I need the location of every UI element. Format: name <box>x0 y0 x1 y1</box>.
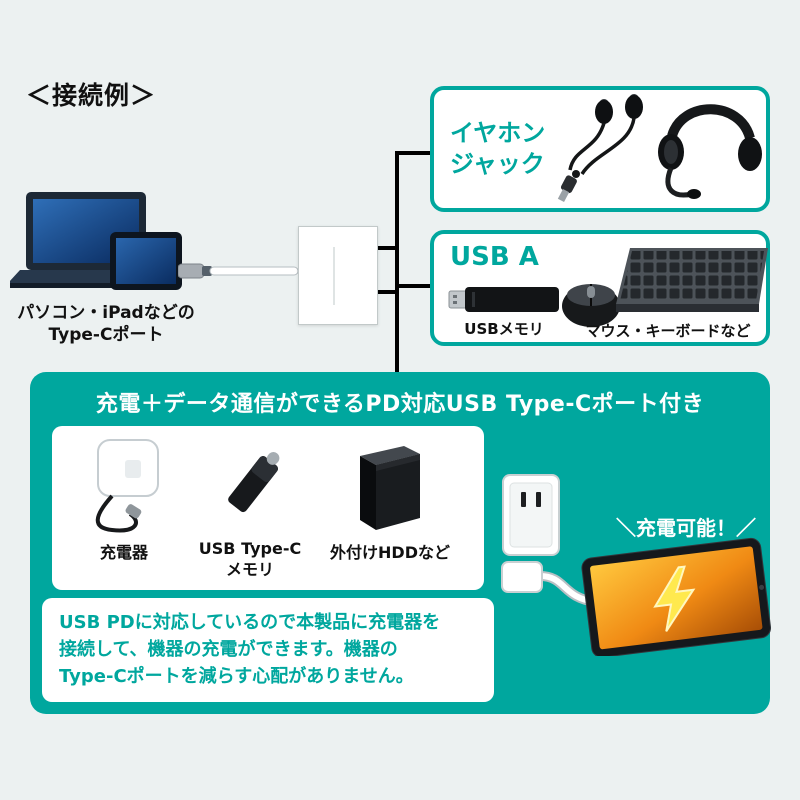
usbc-adapter-illustration <box>298 226 378 325</box>
pd-devices-panel: 充電器 USB Type-C メモリ 外付けHDDなど <box>52 426 484 590</box>
source-device-line1: パソコン・iPadなどの <box>17 303 195 323</box>
earphone-jack-label: イヤホン ジャック <box>450 118 545 180</box>
typec-connector <box>266 452 280 465</box>
tablet-screen <box>116 238 176 284</box>
pd-title: 充電＋データ通信ができるPD対応USB Type-Cポート付き <box>95 392 705 417</box>
lightning-bolt-icon <box>653 565 696 632</box>
mouse-wheel <box>587 286 595 298</box>
charging-tablet-illustration <box>581 537 772 656</box>
usbc-plug <box>178 263 205 279</box>
usb-a-title: USB A <box>450 242 539 272</box>
typec-memory-illustration <box>228 452 280 513</box>
headset-mic <box>687 189 701 199</box>
charger-connector <box>125 504 142 519</box>
wall-charger-body <box>501 561 543 593</box>
pd-description-line3: Type-Cポートを減らす心配がありません。 <box>59 666 414 687</box>
earbud-cable-right <box>580 117 636 176</box>
usb-memory-illustration <box>448 287 559 312</box>
mouse-illustration <box>562 284 620 327</box>
cable <box>209 266 298 276</box>
hdd-top <box>360 446 420 465</box>
charger-illustration <box>95 439 159 533</box>
pd-description-panel: USB PDに対応しているので本製品に充電器を 接続して、機器の充電ができます。… <box>42 598 494 702</box>
earbud-left <box>595 100 613 124</box>
usb-a-box: USB A USBメモリ マウス・キーボードなど <box>430 230 770 346</box>
earbud-cable-left <box>568 122 606 171</box>
earbud-right <box>625 95 643 119</box>
hdd-front <box>376 454 420 530</box>
connector-branch-earphone <box>395 151 434 155</box>
usb-connector <box>448 290 468 309</box>
charger-label: 充電器 <box>99 543 148 562</box>
tablet-camera <box>759 584 765 590</box>
headset-earcup-right <box>738 137 762 171</box>
charger-cable <box>95 494 138 533</box>
charge-possible-label: ＼充電可能！／ <box>616 516 756 540</box>
usb-memory-label: USBメモリ <box>464 320 544 338</box>
typec-memory-label-line1: USB Type-C <box>198 539 302 558</box>
usbc-cable-illustration <box>178 263 298 279</box>
wall-outlet-illustration <box>502 474 560 556</box>
adapter-print-mark <box>333 247 335 305</box>
earphones-headset-illustration <box>557 94 762 203</box>
keyboard-illustration <box>616 248 768 312</box>
earphone-label-line1: イヤホン <box>450 119 546 147</box>
keyboard-edge <box>616 304 759 312</box>
outlet-slot-left <box>521 492 526 507</box>
pd-description-line1: USB PDに対応しているので本製品に充電器を <box>59 612 441 633</box>
connector-stub-bottom <box>374 290 399 294</box>
hdd-label: 外付けHDDなど <box>330 543 450 562</box>
pd-description-line2: 接続して、機器の充電ができます。機器の <box>59 639 398 660</box>
connector-branch-usba <box>395 284 434 288</box>
connector-stub-top <box>374 246 399 250</box>
keyboard-keys <box>620 251 764 301</box>
typec-memory-label: USB Type-C メモリ <box>192 538 308 580</box>
headset-band <box>667 104 755 140</box>
external-hdd-illustration <box>360 446 420 530</box>
pd-section: 充電＋データ通信ができるPD対応USB Type-Cポート付き 充電器 USB … <box>30 372 772 714</box>
typec-memory-label-line2: メモリ <box>225 560 274 579</box>
earphone-label-line2: ジャック <box>450 150 545 178</box>
source-device-line2: Type-Cポート <box>48 325 164 345</box>
source-device-label: パソコン・iPadなどの Type-Cポート <box>0 302 212 346</box>
outlet-slot-right <box>536 492 541 507</box>
peripherals-label: マウス・キーボードなど <box>585 322 751 340</box>
headset-mic-boom <box>665 167 693 198</box>
hdd-side <box>360 456 376 530</box>
laptop-tablet-illustration <box>10 192 182 290</box>
usb-memory-body <box>465 287 559 312</box>
heading: ＜接続例＞ <box>26 81 157 110</box>
audio-jack-tip <box>557 189 570 203</box>
connector-trunk <box>395 151 399 374</box>
audio-jack-body <box>560 175 577 194</box>
earphone-jack-box: イヤホン ジャック <box>430 86 770 212</box>
